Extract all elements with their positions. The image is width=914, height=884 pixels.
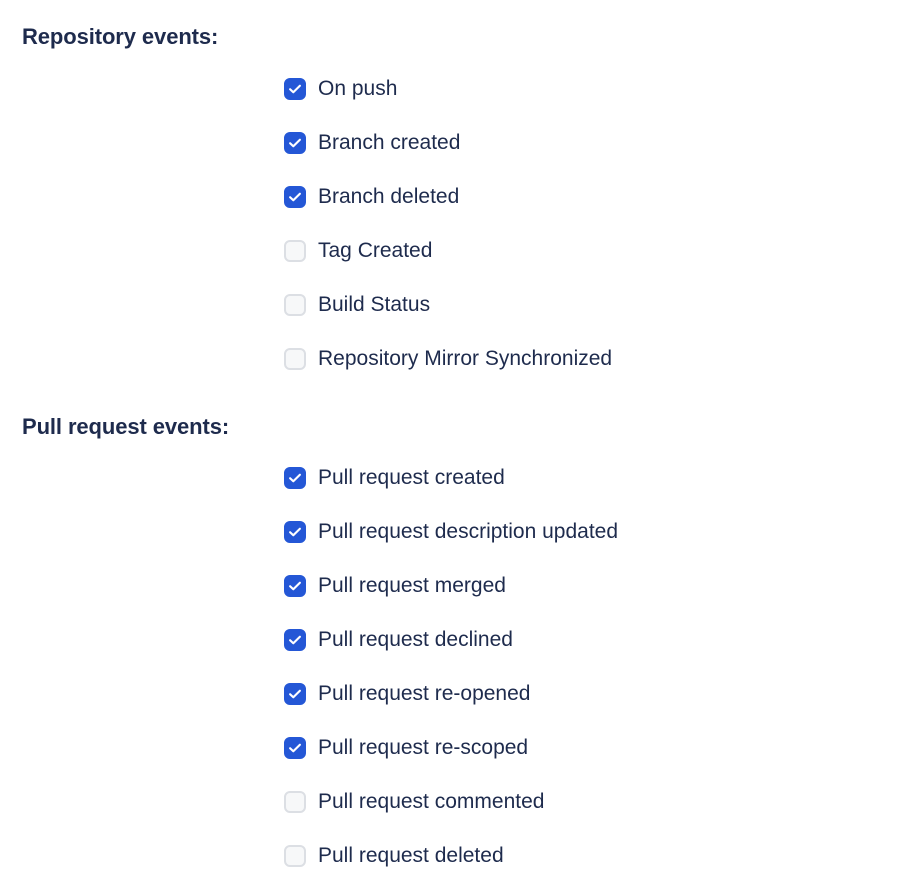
option-row-tag-created[interactable]: Tag Created xyxy=(0,224,914,278)
option-row-build-status[interactable]: Build Status xyxy=(0,278,914,332)
checkbox-pull-request-re-scoped[interactable] xyxy=(284,737,306,759)
option-row-pull-request-description-updated[interactable]: Pull request description updated xyxy=(0,505,914,559)
checkbox-branch-deleted[interactable] xyxy=(284,186,306,208)
checkbox-branch-created[interactable] xyxy=(284,132,306,154)
checkmark-icon xyxy=(289,581,301,591)
checkbox-pull-request-created[interactable] xyxy=(284,467,306,489)
checkbox-pull-request-re-opened[interactable] xyxy=(284,683,306,705)
checkmark-icon xyxy=(289,689,301,699)
option-row-repository-mirror-synchronized[interactable]: Repository Mirror Synchronized xyxy=(0,332,914,386)
option-row-pull-request-declined[interactable]: Pull request declined xyxy=(0,613,914,667)
option-label: Branch created xyxy=(318,131,461,154)
option-row-on-push[interactable]: On push xyxy=(0,62,914,116)
pull-request-events-section: Pull request events: Pull request create… xyxy=(0,386,914,883)
checkbox-repository-mirror-synchronized[interactable] xyxy=(284,348,306,370)
option-row-pull-request-created[interactable]: Pull request created xyxy=(0,451,914,505)
pull-request-events-heading: Pull request events: xyxy=(22,414,230,439)
option-row-branch-created[interactable]: Branch created xyxy=(0,116,914,170)
option-label: Pull request re-scoped xyxy=(318,736,529,759)
option-row-pull-request-re-opened[interactable]: Pull request re-opened xyxy=(0,667,914,721)
checkbox-pull-request-commented[interactable] xyxy=(284,791,306,813)
checkmark-icon xyxy=(289,138,301,148)
checkmark-icon xyxy=(289,527,301,537)
checkmark-icon xyxy=(289,635,301,645)
option-label: Pull request created xyxy=(318,466,505,489)
option-label: Branch deleted xyxy=(318,185,460,208)
option-label: Tag Created xyxy=(318,239,433,262)
option-row-pull-request-deleted[interactable]: Pull request deleted xyxy=(0,829,914,883)
option-label: Pull request declined xyxy=(318,628,513,651)
option-label: Pull request merged xyxy=(318,574,506,597)
checkmark-icon xyxy=(289,192,301,202)
checkmark-icon xyxy=(289,473,301,483)
option-row-pull-request-re-scoped[interactable]: Pull request re-scoped xyxy=(0,721,914,775)
checkbox-pull-request-description-updated[interactable] xyxy=(284,521,306,543)
option-label: Pull request commented xyxy=(318,790,545,813)
checkmark-icon xyxy=(289,84,301,94)
checkbox-on-push[interactable] xyxy=(284,78,306,100)
option-row-branch-deleted[interactable]: Branch deleted xyxy=(0,170,914,224)
option-label: Pull request re-opened xyxy=(318,682,531,705)
option-label: Pull request description updated xyxy=(318,520,619,543)
option-row-pull-request-commented[interactable]: Pull request commented xyxy=(0,775,914,829)
checkbox-build-status[interactable] xyxy=(284,294,306,316)
checkbox-pull-request-declined[interactable] xyxy=(284,629,306,651)
checkbox-tag-created[interactable] xyxy=(284,240,306,262)
checkmark-icon xyxy=(289,743,301,753)
option-label: Pull request deleted xyxy=(318,844,504,867)
checkbox-pull-request-merged[interactable] xyxy=(284,575,306,597)
checkbox-pull-request-deleted[interactable] xyxy=(284,845,306,867)
option-row-pull-request-merged[interactable]: Pull request merged xyxy=(0,559,914,613)
repository-events-heading: Repository events: xyxy=(22,24,219,49)
option-label: Repository Mirror Synchronized xyxy=(318,347,613,370)
option-label: Build Status xyxy=(318,293,431,316)
option-label: On push xyxy=(318,77,398,100)
